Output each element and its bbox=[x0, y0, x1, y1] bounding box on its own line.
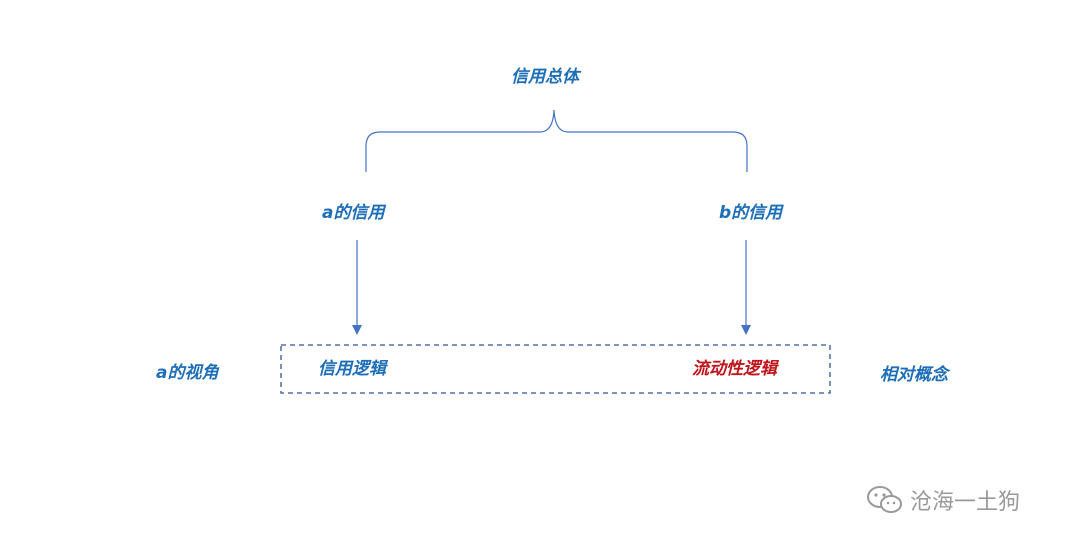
watermark-text: 沧海一土狗 bbox=[910, 490, 1021, 515]
credit-logic-label: 信用逻辑 bbox=[318, 359, 386, 379]
liquidity-logic-label: 流动性逻辑 bbox=[692, 359, 777, 379]
view-a-label: a的视角 bbox=[156, 363, 219, 383]
relative-concept-box bbox=[280, 344, 831, 394]
credit-total-label: 信用总体 bbox=[511, 67, 579, 87]
credit-b-label: b的信用 bbox=[719, 203, 783, 223]
watermark: 沧海一土狗 bbox=[866, 484, 1020, 516]
wechat-icon bbox=[867, 486, 902, 513]
grouping-brace bbox=[365, 109, 748, 172]
credit-a-label: a的信用 bbox=[322, 203, 385, 223]
relative-concept-label: 相对概念 bbox=[880, 365, 948, 385]
